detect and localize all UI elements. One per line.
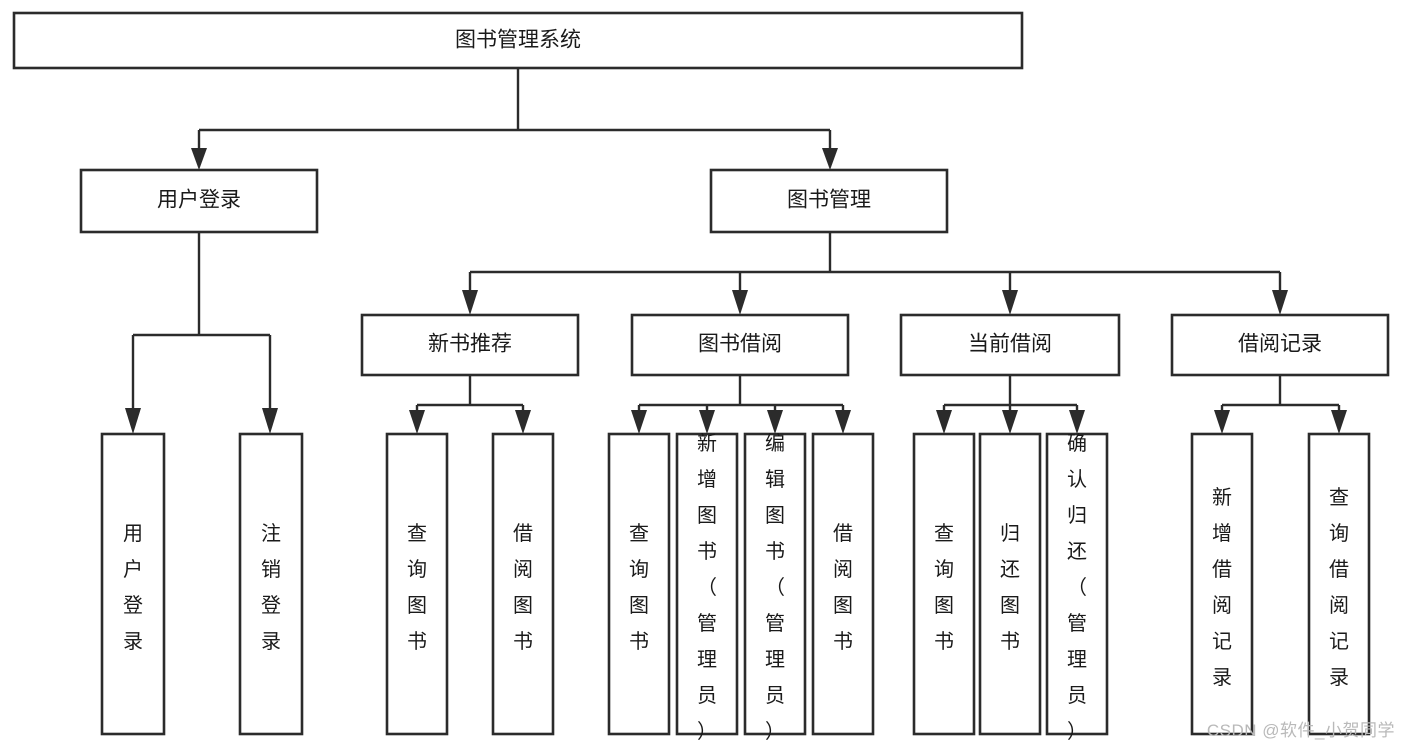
node-leaf-query-book-2[interactable]: 查询图书 <box>607 432 671 736</box>
node-new-book-recommend[interactable]: 新书推荐 <box>360 313 580 377</box>
node-leaf-return-book-label: 归还图书 <box>1000 522 1020 653</box>
arrow-head-icon <box>1002 410 1018 434</box>
node-leaf-add-record-label: 新增借阅记录 <box>1212 486 1232 689</box>
node-leaf-query-record-label: 查询借阅记录 <box>1329 486 1349 689</box>
arrow-head-icon <box>1331 410 1347 434</box>
node-leaf-query-book-1[interactable]: 查询图书 <box>385 432 449 736</box>
node-leaf-confirm-return-label: 确认归还（管理员） <box>1067 432 1087 743</box>
arrow-head-icon <box>1069 410 1085 434</box>
connector-bookmanage-to-level3 <box>462 232 1288 315</box>
node-leaf-add-record[interactable]: 新增借阅记录 <box>1190 432 1254 736</box>
node-leaf-user-login-label: 用户登录 <box>123 523 143 653</box>
node-book-manage-label: 图书管理 <box>787 189 871 212</box>
arrow-head-icon <box>262 408 278 434</box>
node-leaf-query-book-3[interactable]: 查询图书 <box>912 432 976 736</box>
connector-currentborrow-to-leaves <box>936 375 1085 434</box>
node-leaf-borrow-book-1-label: 借阅图书 <box>513 522 533 653</box>
arrow-head-icon <box>515 410 531 434</box>
arrow-head-icon <box>125 408 141 434</box>
arrow-head-icon <box>1002 290 1018 315</box>
connector-root-to-level2 <box>191 68 838 170</box>
node-root-label: 图书管理系统 <box>455 29 581 52</box>
arrow-head-icon <box>732 290 748 315</box>
arrow-head-icon <box>409 410 425 434</box>
connector-bookborrow-to-leaves <box>631 375 851 434</box>
node-current-borrow[interactable]: 当前借阅 <box>899 313 1121 377</box>
connector-userlogin-to-leaves <box>125 232 278 434</box>
node-leaf-logout-login-label: 注销登录 <box>261 522 281 653</box>
arrow-head-icon <box>767 410 783 434</box>
arrow-head-icon <box>699 410 715 434</box>
node-leaf-query-book-2-label: 查询图书 <box>629 522 649 653</box>
node-leaf-borrow-book-1[interactable]: 借阅图书 <box>491 432 555 736</box>
node-leaf-edit-book-label: 编辑图书（管理员） <box>765 432 785 743</box>
node-book-borrow[interactable]: 图书借阅 <box>630 313 850 377</box>
arrow-head-icon <box>462 290 478 315</box>
arrow-head-icon <box>1214 410 1230 434</box>
arrow-head-icon <box>936 410 952 434</box>
node-leaf-logout-login[interactable]: 注销登录 <box>238 432 304 736</box>
arrow-head-icon <box>191 148 207 170</box>
node-leaf-edit-book[interactable]: 编辑图书（管理员） <box>743 432 807 743</box>
arrow-head-icon <box>822 148 838 170</box>
node-leaf-confirm-return[interactable]: 确认归还（管理员） <box>1045 432 1109 743</box>
node-leaf-borrow-book-2[interactable]: 借阅图书 <box>811 432 875 736</box>
node-leaf-borrow-book-2-label: 借阅图书 <box>833 522 853 653</box>
arrow-head-icon <box>631 410 647 434</box>
connector-borrowrecord-to-leaves <box>1214 375 1347 434</box>
watermark-label: CSDN @软件_小贺同学 <box>1206 721 1395 740</box>
node-new-book-recommend-label: 新书推荐 <box>428 333 512 356</box>
node-leaf-return-book[interactable]: 归还图书 <box>978 432 1042 736</box>
node-user-login-label: 用户登录 <box>157 189 241 212</box>
node-leaf-query-book-1-label: 查询图书 <box>407 522 427 653</box>
node-borrow-record-label: 借阅记录 <box>1238 333 1322 356</box>
node-current-borrow-label: 当前借阅 <box>968 333 1052 356</box>
arrow-head-icon <box>1272 290 1288 315</box>
node-leaf-add-book-label: 新增图书（管理员） <box>697 432 717 743</box>
node-borrow-record[interactable]: 借阅记录 <box>1170 313 1390 377</box>
connector-newbook-to-leaves <box>409 375 531 434</box>
arrow-head-icon <box>835 410 851 434</box>
node-leaf-user-login[interactable]: 用户登录 <box>100 432 166 736</box>
node-user-login[interactable]: 用户登录 <box>79 168 319 234</box>
node-root[interactable]: 图书管理系统 <box>12 11 1024 70</box>
node-book-manage[interactable]: 图书管理 <box>709 168 949 234</box>
node-leaf-query-record[interactable]: 查询借阅记录 <box>1307 432 1371 736</box>
node-book-borrow-label: 图书借阅 <box>698 333 782 356</box>
node-leaf-add-book[interactable]: 新增图书（管理员） <box>675 432 739 743</box>
node-leaf-query-book-3-label: 查询图书 <box>934 522 954 653</box>
